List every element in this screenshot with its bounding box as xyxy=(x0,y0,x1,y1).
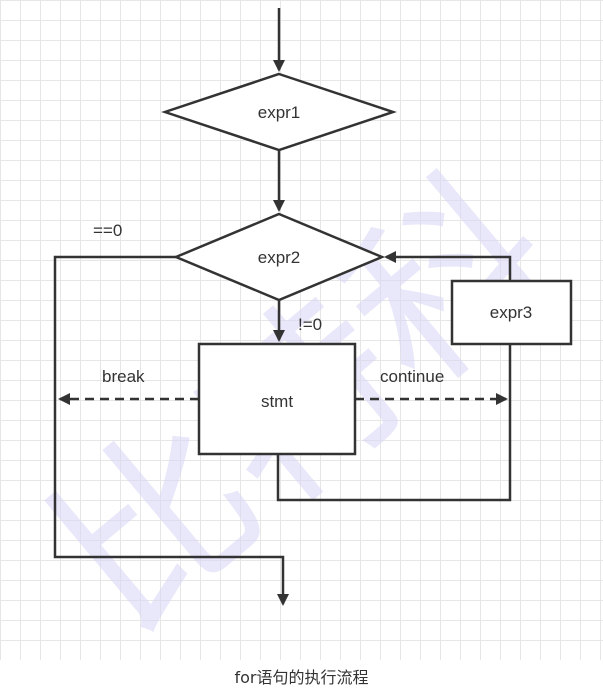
expr1-label: expr1 xyxy=(258,103,301,122)
ne-zero-label: !=0 xyxy=(298,315,322,334)
expr3-box xyxy=(450,279,573,346)
stmt-box xyxy=(197,342,357,456)
expr2-label: expr2 xyxy=(258,248,301,267)
stmt-to-expr3-path xyxy=(276,344,512,502)
eq-zero-label: ==0 xyxy=(93,221,122,240)
stmt-label: stmt xyxy=(261,392,293,411)
break-label: break xyxy=(102,367,145,386)
continue-label: continue xyxy=(380,367,444,386)
diagram-caption: for语句的执行流程 xyxy=(234,668,369,687)
expr3-label: expr3 xyxy=(490,303,533,322)
expr3-to-expr2-arrow xyxy=(384,251,512,281)
exit-path xyxy=(53,255,289,606)
